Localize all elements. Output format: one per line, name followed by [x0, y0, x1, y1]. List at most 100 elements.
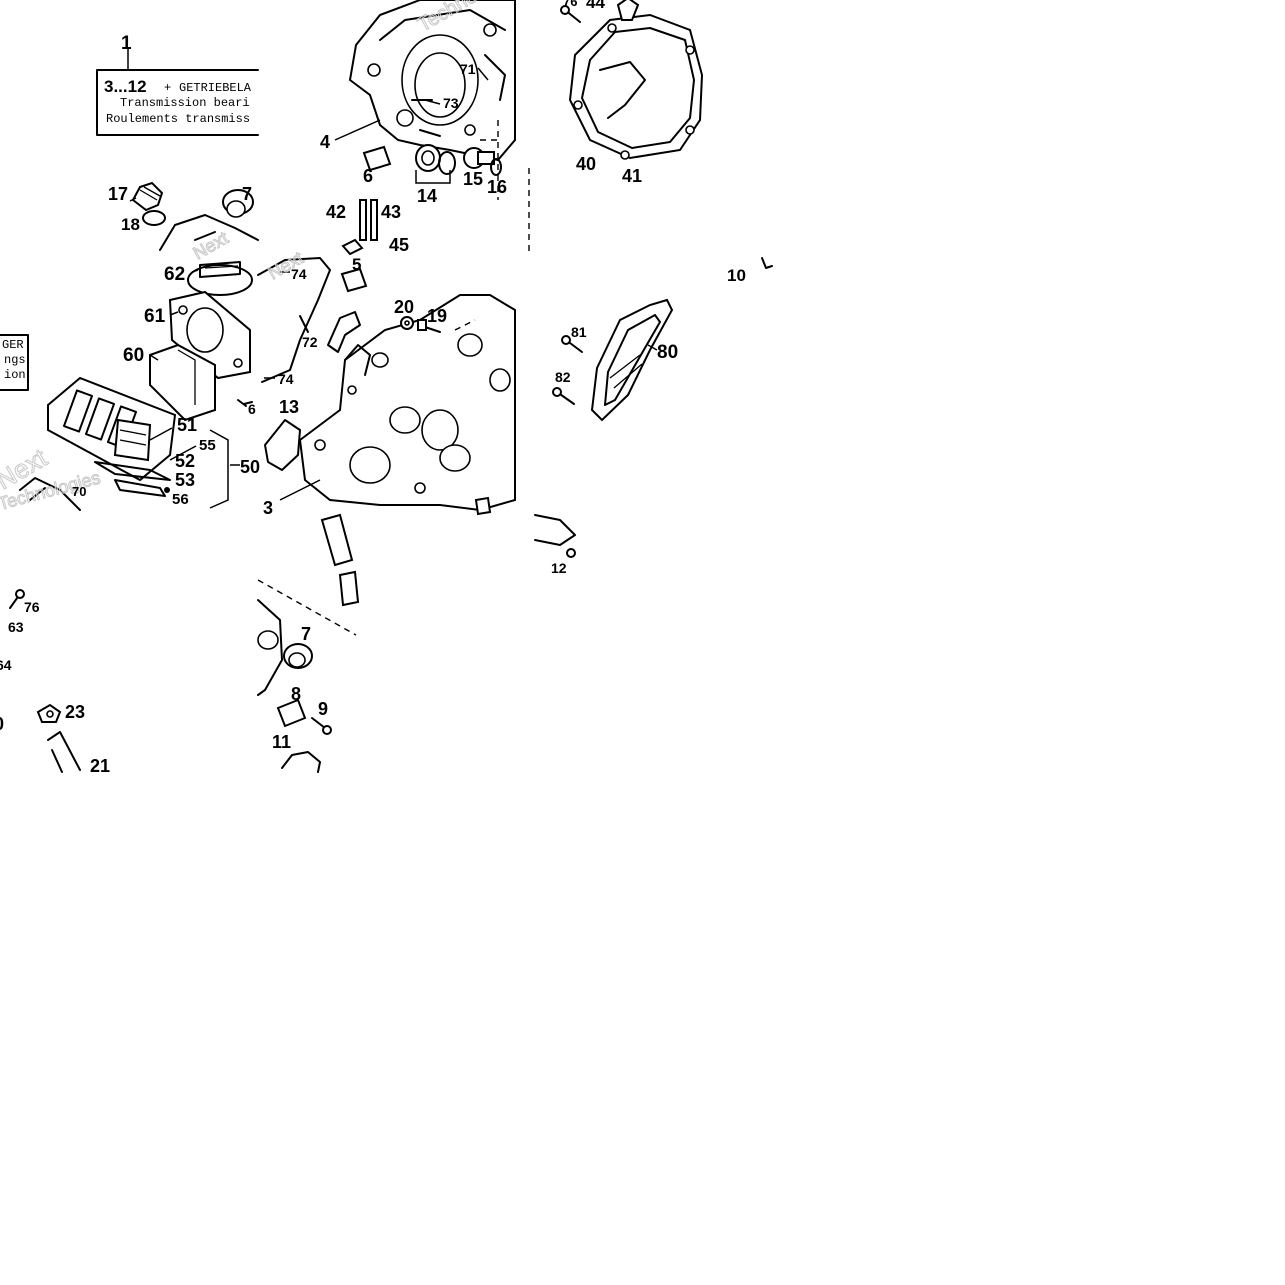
clutch-cover-40 — [568, 0, 704, 160]
hose-21 — [47, 731, 81, 773]
nut-20-stud-19 — [400, 316, 441, 333]
part-label-14: 14 — [417, 186, 437, 206]
part-label-61: 61 — [144, 306, 166, 327]
bushing-5 — [340, 267, 368, 293]
o-ring-18 — [142, 210, 166, 226]
clip-45 — [341, 238, 364, 256]
part-label-19: 19 — [427, 306, 447, 326]
hose-fragment-70 — [19, 477, 81, 511]
o-ring-16 — [490, 158, 502, 176]
bushing-8 — [276, 698, 307, 728]
dowels-42-43 — [359, 199, 378, 241]
cover-fragment-left — [159, 214, 259, 251]
screw-9 — [311, 717, 332, 735]
part-label-70: 70 — [72, 484, 86, 499]
oil-plug-17 — [131, 181, 164, 212]
pipe-lower — [320, 513, 360, 607]
cover-80 — [590, 298, 674, 422]
leader-lines — [129, 67, 658, 501]
part-label-81: 81 — [571, 324, 587, 340]
crankcase-left-3 — [298, 294, 516, 512]
part-label-64: 64 — [0, 657, 12, 673]
kit-box-fragment: GER ngs ion — [0, 334, 29, 391]
screw-56 — [164, 487, 170, 493]
screw-76-lower — [9, 589, 25, 609]
part-label-44: 44 — [586, 0, 605, 12]
crankcase-right-4 — [348, 0, 516, 162]
part-label-0: 0 — [0, 714, 4, 734]
kit-line-en: Transmission beari — [120, 96, 250, 110]
part-label-74-bottom: 74 — [278, 371, 294, 387]
dash-lower-left — [257, 579, 357, 636]
part-label-50: 50 — [240, 457, 260, 477]
part-label-43: 43 — [381, 202, 401, 222]
screw-76-top — [560, 5, 581, 23]
part-label-6: 6 — [363, 166, 373, 186]
cover-lower-fragment — [257, 599, 283, 696]
part-label-11: 11 — [272, 732, 291, 752]
part-label-20: 20 — [394, 297, 414, 317]
watermark-text-4: Next — [190, 228, 232, 264]
kit-fragment-de: GER — [2, 338, 24, 352]
part-label-71: 71 — [460, 61, 476, 77]
part-label-74-top: 74 — [291, 266, 307, 282]
part-label-53: 53 — [175, 470, 195, 490]
bushing-6 — [362, 145, 392, 172]
screw-81 — [561, 335, 583, 353]
part-label-73: 73 — [443, 95, 459, 111]
tile-gaps — [0, 0, 258, 60]
gasket-13 — [264, 419, 301, 471]
part-label-80: 80 — [657, 342, 678, 363]
plug-15 — [463, 147, 495, 169]
part-label-52: 52 — [175, 451, 195, 471]
part-label-62: 62 — [164, 264, 185, 285]
part-label-3: 3 — [263, 498, 273, 518]
part-label-76-top: 76 — [563, 0, 577, 9]
plug-23 — [36, 703, 62, 723]
part-label-63: 63 — [8, 619, 24, 635]
part-label-12: 12 — [551, 560, 567, 576]
part-label-6-small: 6 — [248, 401, 256, 417]
gasket-74 — [257, 257, 331, 383]
part-label-51: 51 — [177, 415, 197, 435]
screw-6x — [237, 399, 253, 407]
screw-82 — [552, 387, 575, 405]
reed-petals-52 — [94, 461, 171, 497]
bracket-72 — [299, 311, 361, 353]
part-label-42: 42 — [326, 202, 346, 222]
kit-box: 1 3...12 + GETRIEBELA Transmission beari… — [96, 33, 259, 136]
part-label-76-lower: 76 — [24, 599, 40, 615]
fragment-10 — [761, 257, 773, 269]
part-label-13: 13 — [279, 397, 299, 417]
kit-plus: + — [164, 81, 171, 95]
reed-block-50 — [47, 376, 177, 482]
kit-line-fr: Roulements transmiss — [106, 112, 250, 126]
part-label-7-top: 7 — [242, 184, 252, 204]
part-label-10: 10 — [727, 266, 746, 285]
part-label-4: 4 — [320, 132, 330, 152]
part-label-21: 21 — [90, 756, 110, 776]
kit-fragment-en: ngs — [4, 353, 26, 367]
bracket-50 — [209, 429, 229, 509]
part-label-60: 60 — [123, 345, 144, 366]
part-label-72: 72 — [302, 334, 318, 350]
part-label-5: 5 — [352, 255, 361, 274]
part-label-56: 56 — [172, 491, 189, 508]
part-label-41: 41 — [622, 166, 642, 186]
hose-clamp-62 — [187, 261, 253, 296]
seal-14 — [415, 144, 451, 184]
part-label-82: 82 — [555, 369, 571, 385]
part-label-55: 55 — [199, 437, 216, 454]
screws-71-73 — [411, 99, 441, 137]
part-label-18: 18 — [121, 215, 140, 234]
part-label-45: 45 — [389, 235, 409, 255]
part-labels: 17 18 7 62 61 60 6 51 55 52 53 56 50 70 … — [0, 0, 746, 776]
part-label-9: 9 — [318, 699, 328, 719]
part-label-23: 23 — [65, 702, 85, 722]
kit-fragment-fr: ion — [4, 368, 26, 382]
part-label-7-lower: 7 — [301, 624, 311, 644]
fitting-12 — [534, 514, 576, 558]
part-label-16: 16 — [487, 177, 507, 197]
reed-spacer-60 — [149, 343, 216, 422]
